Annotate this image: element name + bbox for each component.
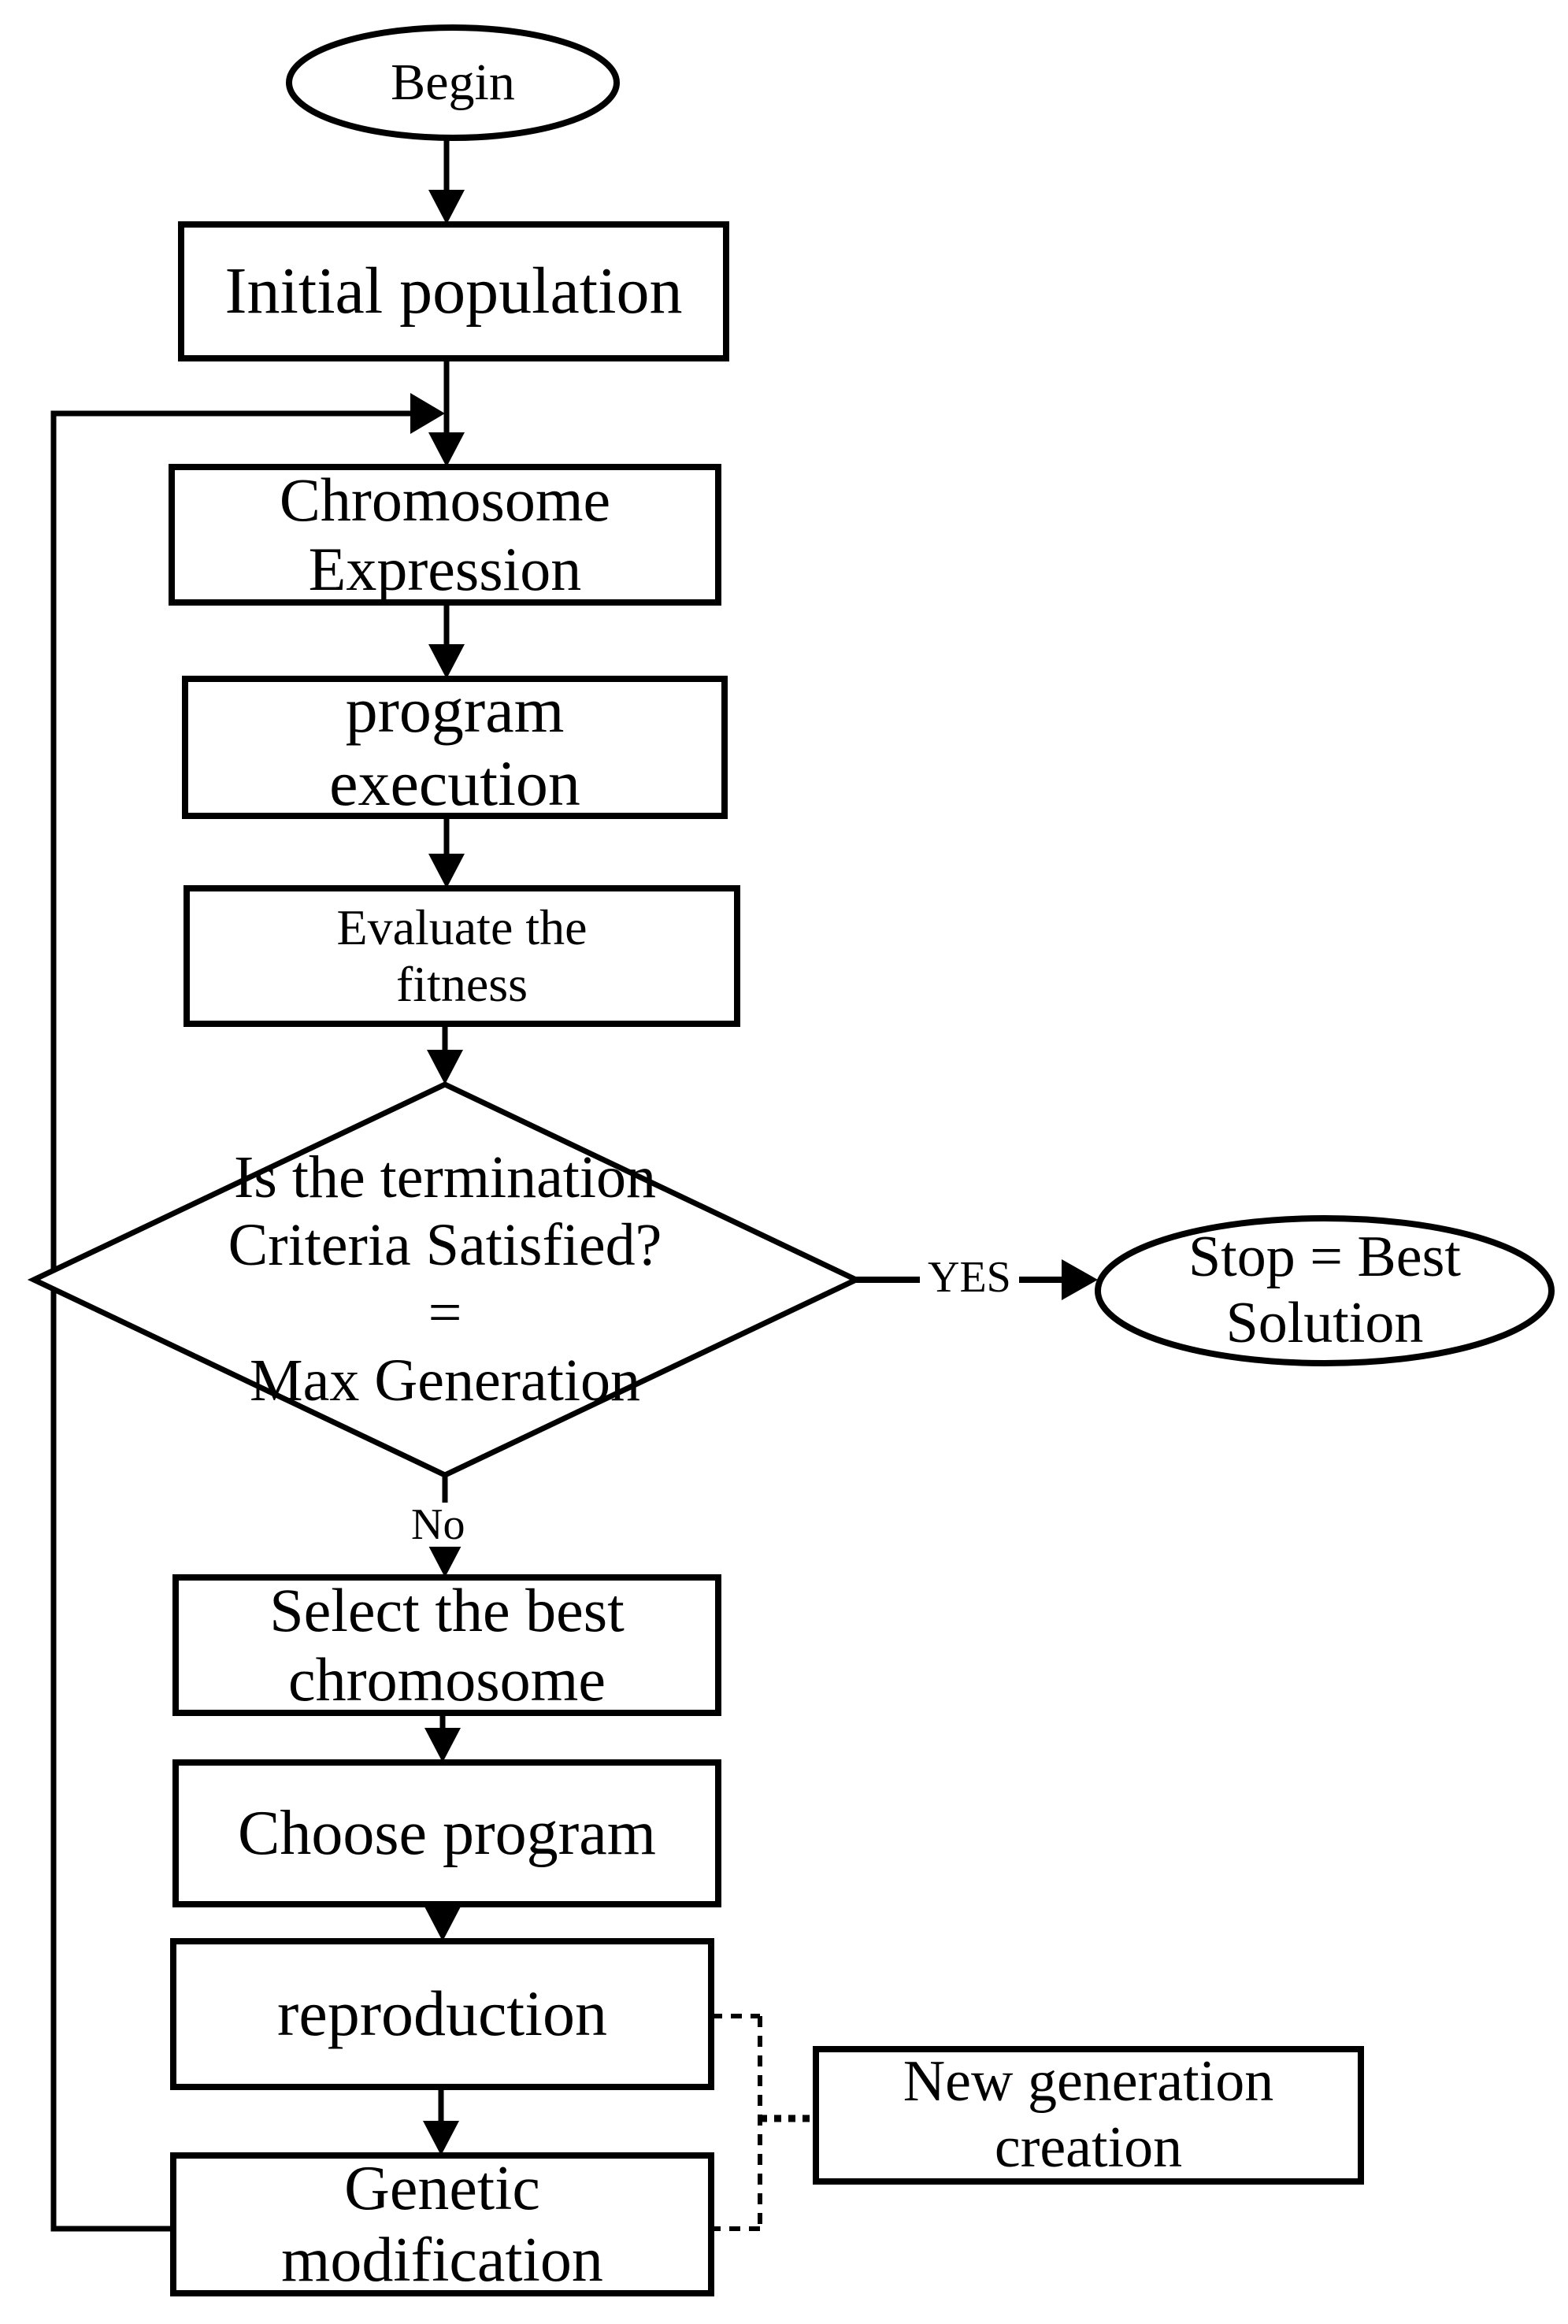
edge-loopback-arrowhead bbox=[410, 393, 445, 434]
evaluate-fitness-node-shape bbox=[183, 885, 740, 1027]
genetic-modification-node-shape bbox=[170, 2152, 714, 2296]
edge-begin-initial-arrowhead bbox=[428, 190, 465, 224]
new-generation-node-shape bbox=[813, 2046, 1364, 2185]
edge-yes-arrowhead bbox=[1062, 1259, 1098, 1300]
edge-select-choose-arrowhead bbox=[424, 1728, 461, 1762]
select-best-node-shape bbox=[172, 1574, 721, 1716]
stop-node-shape bbox=[1095, 1215, 1555, 1366]
reproduction-node-shape bbox=[170, 1938, 714, 2090]
choose-program-node-shape bbox=[172, 1759, 721, 1907]
edge-evaluate-decision-arrowhead bbox=[427, 1050, 463, 1084]
initial-population-node-shape bbox=[178, 221, 729, 361]
edge-program-evaluate-arrowhead bbox=[428, 854, 465, 888]
edge-reproduction-genetic-arrowhead bbox=[423, 2121, 459, 2155]
termination-decision-node-shape bbox=[27, 1081, 863, 1478]
program-execution-node-shape bbox=[182, 676, 728, 819]
edge-loopback-wire bbox=[50, 410, 417, 2232]
edge-initial-chromosome-arrowhead bbox=[428, 432, 465, 467]
begin-node-shape bbox=[286, 24, 620, 141]
edge-chromosome-program-arrowhead bbox=[428, 644, 465, 679]
edge-choose-reproduction-arrowhead bbox=[424, 1907, 461, 1941]
chromosome-expression-node-shape bbox=[169, 464, 721, 606]
edge-no-arrowhead bbox=[427, 1543, 463, 1577]
